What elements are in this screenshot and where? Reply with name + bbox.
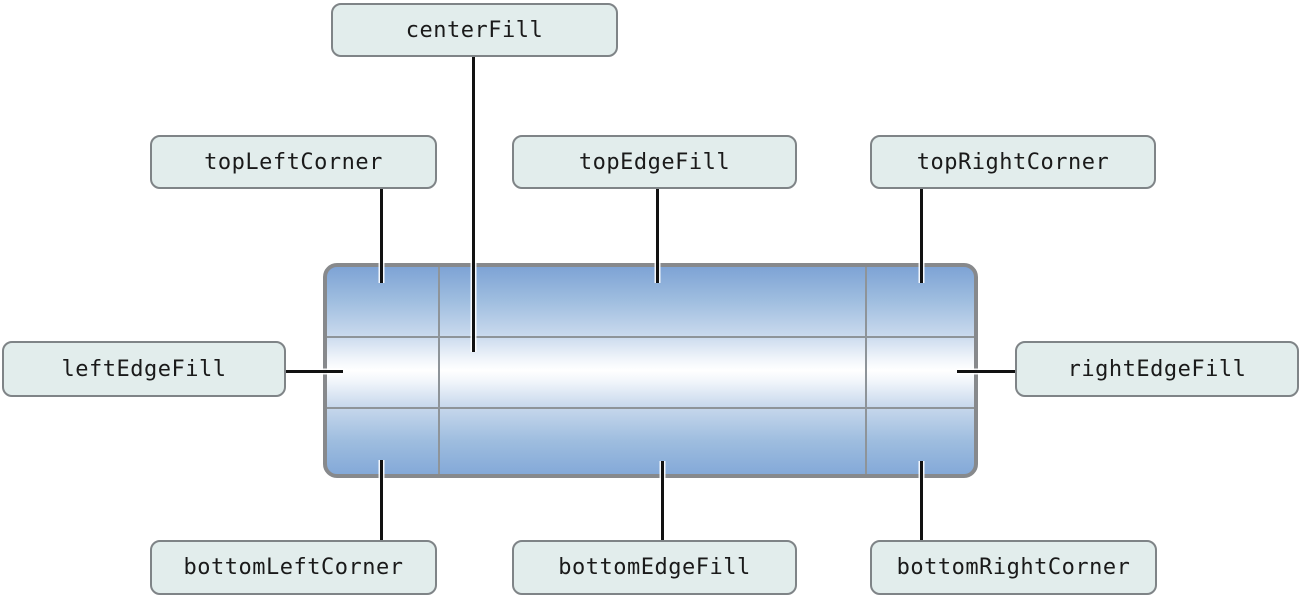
part-center-fill [440,338,865,407]
part-bottom-edge-fill [440,409,865,474]
leader-line-center-fill [471,57,475,352]
callout-bottom-left-corner: bottomLeftCorner [150,540,437,595]
callout-left-edge-fill: leftEdgeFill [2,341,286,397]
leader-line-bottom-left-corner [379,460,383,540]
leader-line-top-right-corner [919,189,923,283]
leader-line-bottom-right-corner [919,461,923,540]
leader-line-top-left-corner [379,189,383,283]
grid-line-vertical-left [438,267,440,474]
callout-bottom-right-corner: bottomRightCorner [870,540,1157,595]
part-top-left-corner [327,267,438,336]
callout-top-left-corner: topLeftCorner [150,135,437,189]
part-left-edge-fill [327,338,438,407]
callout-top-right-corner: topRightCorner [870,135,1156,189]
leader-line-left-edge-fill [286,369,343,373]
callout-center-fill: centerFill [331,3,618,57]
part-right-edge-fill [867,338,974,407]
nine-part-image [323,263,978,478]
leader-line-top-edge-fill [655,189,659,283]
grid-line-horizontal-bottom [327,407,974,409]
callout-right-edge-fill: rightEdgeFill [1015,341,1299,397]
callout-bottom-edge-fill: bottomEdgeFill [512,540,797,595]
part-top-edge-fill [440,267,865,336]
grid-line-vertical-right [865,267,867,474]
callout-top-edge-fill: topEdgeFill [512,135,797,189]
part-bottom-left-corner [327,409,438,474]
grid-line-horizontal-top [327,336,974,338]
leader-line-right-edge-fill [957,369,1015,373]
leader-line-bottom-edge-fill [660,461,664,540]
